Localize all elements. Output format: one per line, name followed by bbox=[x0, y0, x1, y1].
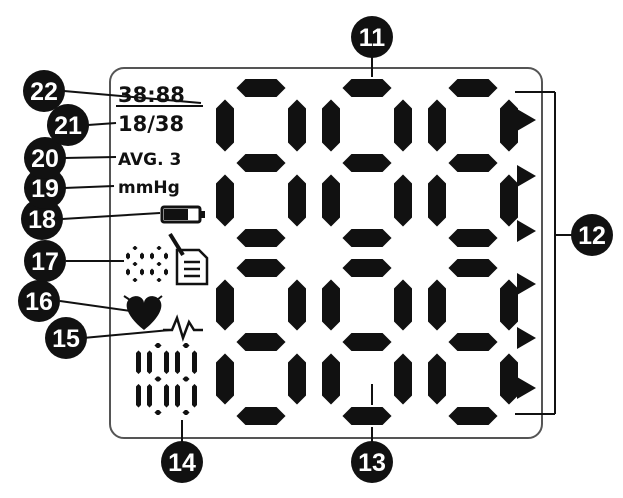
systolic-digit bbox=[320, 77, 414, 249]
pulse-digit bbox=[173, 341, 199, 417]
diastolic-digit bbox=[214, 257, 308, 427]
callout-14: 14 bbox=[161, 441, 203, 483]
arrow-indicator bbox=[517, 220, 536, 242]
pulse-digit bbox=[134, 347, 143, 411]
callout-20: 20 bbox=[24, 137, 66, 179]
arrow-indicator bbox=[517, 273, 536, 295]
average-label: AVG. 3 bbox=[118, 150, 181, 170]
callout-12: 12 bbox=[571, 214, 613, 256]
heart-icon bbox=[123, 295, 163, 330]
systolic-display bbox=[214, 77, 520, 249]
callout-11: 11 bbox=[351, 16, 393, 58]
callout-number: 22 bbox=[30, 78, 58, 106]
arrow-indicators bbox=[517, 109, 536, 399]
callout-number: 17 bbox=[31, 248, 59, 276]
callout-number: 13 bbox=[358, 449, 386, 477]
callout-number: 19 bbox=[31, 175, 59, 203]
pulse-wave-icon bbox=[163, 314, 203, 342]
memory-digit bbox=[124, 244, 146, 284]
callout-15: 15 bbox=[45, 317, 87, 359]
callout-number: 12 bbox=[578, 222, 606, 250]
pulse-digit bbox=[145, 341, 171, 417]
pulse-rate-display bbox=[134, 341, 199, 417]
callout-21: 21 bbox=[47, 104, 89, 146]
callout-number: 14 bbox=[168, 449, 196, 477]
systolic-digit bbox=[214, 77, 308, 249]
diastolic-digit bbox=[320, 257, 414, 427]
callout-number: 15 bbox=[52, 325, 80, 353]
callout-number: 11 bbox=[359, 24, 386, 52]
date-readout: 18/38 bbox=[118, 112, 184, 136]
arrow-indicator bbox=[517, 377, 536, 399]
callout-18: 18 bbox=[21, 198, 63, 240]
clock-readout: 38:88 bbox=[118, 83, 185, 107]
arrow-indicator bbox=[517, 327, 536, 349]
leader-lines bbox=[59, 57, 572, 445]
callout-13: 13 bbox=[351, 441, 393, 483]
lcd-frame bbox=[109, 67, 543, 439]
callout-19: 19 bbox=[24, 167, 66, 209]
diastolic-display bbox=[214, 257, 520, 427]
memory-number-display bbox=[124, 244, 170, 284]
callout-number: 21 bbox=[54, 112, 82, 140]
unit-label: mmHg bbox=[118, 178, 180, 198]
callout-number: 18 bbox=[28, 206, 56, 234]
systolic-digit bbox=[426, 77, 520, 249]
arrow-indicator bbox=[517, 165, 536, 187]
arrow-indicator bbox=[517, 109, 536, 131]
callout-number: 16 bbox=[25, 288, 53, 316]
callout-number: 20 bbox=[31, 145, 59, 173]
battery-icon bbox=[160, 205, 205, 224]
memory-note-icon bbox=[168, 232, 209, 286]
callout-22: 22 bbox=[23, 70, 65, 112]
callout-16: 16 bbox=[18, 280, 60, 322]
diastolic-digit bbox=[426, 257, 520, 427]
memory-digit bbox=[148, 244, 170, 284]
callout-17: 17 bbox=[24, 240, 66, 282]
